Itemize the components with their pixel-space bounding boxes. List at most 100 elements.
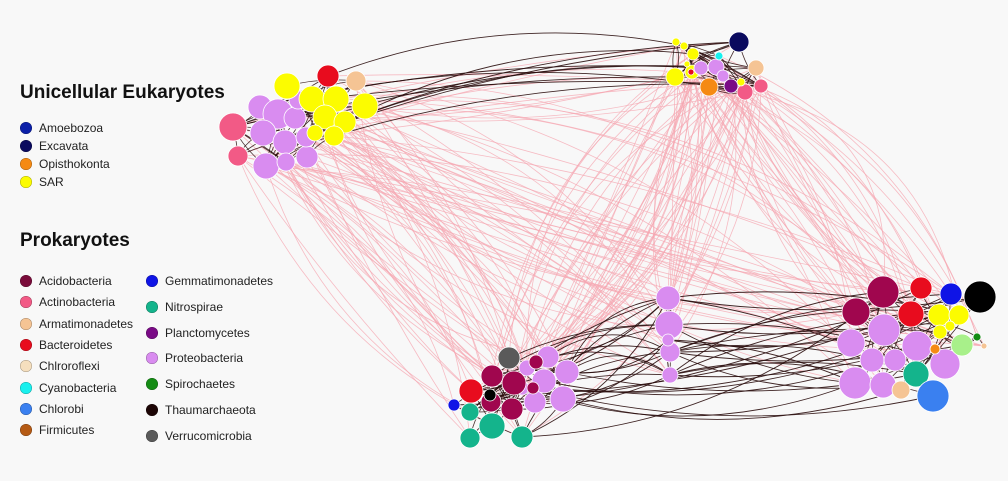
network-node <box>883 348 907 372</box>
legend-label: Actinobacteria <box>39 295 116 310</box>
legend-item-excavata: Excavata <box>20 139 88 153</box>
network-node <box>753 78 769 94</box>
inter-edge <box>526 53 694 369</box>
cluster-pro-mid <box>654 285 684 384</box>
network-node <box>963 280 997 314</box>
inter-edge <box>526 45 686 369</box>
network-node <box>510 425 534 449</box>
inter-edge <box>265 165 455 406</box>
legend-label: Verrucomicrobia <box>165 428 252 443</box>
network-node <box>686 47 700 61</box>
network-node <box>252 152 280 180</box>
inter-edge <box>692 53 941 333</box>
network-node <box>661 366 679 384</box>
network-node <box>480 364 504 388</box>
legend-item-actinobacteria: Actinobacteria <box>20 295 115 309</box>
network-node <box>929 343 941 355</box>
network-node <box>272 129 298 155</box>
legend-label: SAR <box>39 175 64 189</box>
inter-edge <box>491 53 694 377</box>
inter-edge <box>305 136 515 384</box>
network-node <box>944 320 956 332</box>
inter-edge <box>543 55 720 382</box>
legend-swatch <box>146 429 158 442</box>
intra-edge <box>668 324 856 384</box>
legend-label: Firmicutes <box>39 423 95 438</box>
cluster-pro-right <box>836 275 997 413</box>
legend-swatch <box>20 338 32 351</box>
network-node <box>218 112 248 142</box>
network-node <box>500 397 524 421</box>
network-node <box>867 313 901 347</box>
eukaryotes-legend-title: Unicellular Eukaryotes <box>20 82 225 103</box>
network-node <box>323 125 345 147</box>
legend-swatch <box>20 296 32 309</box>
network-node <box>929 348 961 380</box>
network-node <box>836 328 866 358</box>
network-node <box>276 152 296 172</box>
inter-edge <box>667 76 693 299</box>
cluster-euk-right <box>665 31 769 101</box>
inter-edge <box>305 136 936 350</box>
network-nodes <box>218 31 997 449</box>
network-node <box>723 78 739 94</box>
inter-edge <box>744 91 960 316</box>
legend-swatch <box>20 122 32 134</box>
legend-label: Proteobacteria <box>165 351 244 366</box>
legend-label: Gemmatimonadetes <box>165 274 274 288</box>
legend-swatch <box>20 402 32 415</box>
network-node <box>523 390 547 414</box>
inter-edge <box>691 71 960 316</box>
cluster-pro-left <box>447 345 580 449</box>
network-node <box>655 285 681 311</box>
network-node <box>859 347 885 373</box>
legend-item-gemmatimonadetes: Gemmatimonadetes <box>146 274 273 288</box>
network-node <box>736 83 754 101</box>
inter-edge <box>668 53 699 326</box>
inter-edge <box>364 105 669 341</box>
inter-edge <box>543 53 694 382</box>
legend-swatch <box>20 140 32 152</box>
legend-label: Amoebozoa <box>39 121 104 135</box>
network-node <box>679 41 689 51</box>
inter-edge <box>744 91 896 361</box>
legend-label: Chlroroflexi <box>39 359 100 374</box>
intra-edge <box>521 297 669 438</box>
network-node <box>902 360 930 388</box>
network-node <box>497 346 521 370</box>
network-node <box>459 427 481 449</box>
inter-edge <box>314 132 536 403</box>
network-node <box>665 67 685 87</box>
intra-edge <box>669 291 884 376</box>
legend-swatch <box>146 275 158 287</box>
network-node <box>458 378 484 404</box>
legend-label: Nitrospirae <box>165 299 224 314</box>
inter-edge <box>335 98 952 295</box>
network-node <box>345 70 367 92</box>
network-node <box>295 145 319 169</box>
network-node <box>714 51 724 61</box>
network-node <box>671 37 681 47</box>
inter-edge <box>324 116 669 341</box>
legend-item-verrucomicrobia: Verrucomicrobia <box>146 429 252 443</box>
cluster-euk-left <box>218 64 379 180</box>
network-node <box>909 276 933 300</box>
network-node <box>447 398 461 412</box>
network-node <box>699 77 719 97</box>
inter-edge <box>327 75 671 353</box>
legend-swatch <box>146 378 158 391</box>
inter-cluster-edges <box>232 41 985 439</box>
legend-label: Cyanobacteria <box>39 380 117 395</box>
intra-edge <box>513 314 960 393</box>
inter-edge <box>335 98 471 439</box>
legend-swatch <box>20 381 32 394</box>
inter-edge <box>526 71 693 369</box>
network-node <box>554 359 580 385</box>
network-node <box>901 330 933 362</box>
legend-swatch <box>146 300 158 313</box>
inter-edge <box>526 85 732 369</box>
inter-edge <box>364 105 856 384</box>
legend-item-amoebozoa: Amoebozoa <box>20 121 103 135</box>
legend-item-chlorobi: Chlorobi <box>20 402 84 416</box>
inter-edge <box>744 91 922 289</box>
